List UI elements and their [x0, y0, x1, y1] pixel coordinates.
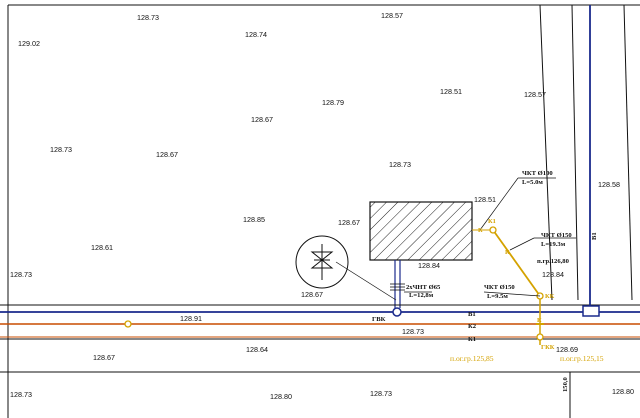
elevation: 129.02 — [18, 39, 40, 48]
building — [369, 201, 473, 261]
elevation: 128.73 — [10, 270, 32, 279]
kk-label: КК — [545, 293, 555, 300]
elevation: 128.51 — [474, 195, 496, 204]
elevation: 128.73 — [370, 389, 392, 398]
mark-left: п.ог.гр.125,85 — [450, 354, 494, 363]
gvk-node — [392, 307, 402, 317]
elevation: 128.80 — [270, 392, 292, 401]
k1-node-label: К1 — [488, 218, 496, 225]
elevation: 128.73 — [402, 327, 424, 336]
pipe-mid-mark: п.гр.126,80 — [537, 258, 570, 265]
elevation: 128.67 — [338, 218, 360, 227]
gkk-label: ГКК — [541, 344, 555, 351]
inlet-length: L=12,8м — [409, 292, 434, 299]
elevation: 128.67 — [251, 115, 273, 124]
elevation: 128.73 — [10, 390, 32, 399]
elevation: 128.67 — [156, 150, 178, 159]
pipe-top-length: L=5.0м — [522, 179, 543, 186]
elevation: 128.79 — [322, 98, 344, 107]
gvk-label: ГВК — [372, 316, 386, 323]
elevation: 128.57 — [381, 11, 403, 20]
elevation: 128.67 — [301, 290, 323, 299]
b1-main-label: В1 — [468, 311, 476, 318]
k2-main-label: К2 — [468, 323, 477, 330]
elevation: 128.61 — [91, 243, 113, 252]
elevation: 128.69 — [556, 345, 578, 354]
elevation: 128.85 — [243, 215, 265, 224]
k-bottom-label: К — [537, 317, 542, 324]
sewer-node-k1 — [489, 226, 497, 234]
elevation: 128.58 — [598, 180, 620, 189]
leader-lines — [404, 177, 576, 297]
valve-detail — [295, 235, 397, 301]
elevation: 128.73 — [389, 160, 411, 169]
pipe-mid-length: L=19.3м — [541, 241, 566, 248]
pipe-top-label: ЧКТ Ø100 — [522, 170, 553, 177]
elevation: 128.57 — [524, 90, 546, 99]
inlet-label: 2хЧНТ Ø65 — [406, 284, 441, 291]
elevation: 128.80 — [612, 387, 634, 396]
inlet-hatch — [390, 283, 405, 291]
water-chamber — [582, 305, 600, 317]
b1-vertical-label: В1 — [591, 232, 598, 240]
mark-right: п.ог.гр.125,15 — [560, 354, 604, 363]
elevation: 128.67 — [93, 353, 115, 362]
sewer-node-gkk — [536, 333, 544, 341]
k1-main-label: К1 — [468, 336, 476, 343]
elevation: 128.84 — [542, 270, 564, 279]
elevation-labels: 128.73 128.57 129.02 128.74 128.51 128.5… — [10, 11, 634, 401]
k-node-label-2: К — [505, 249, 510, 256]
elevation: 128.64 — [246, 345, 268, 354]
elevation: 128.74 — [245, 30, 267, 39]
elevation: 128.73 — [137, 13, 159, 22]
sewer-node-left — [124, 320, 132, 328]
pipe-labels: ЧКТ Ø100 L=5.0м ЧКТ Ø150 L=19.3м п.гр.12… — [372, 170, 604, 392]
elevation: 128.51 — [440, 87, 462, 96]
edge-mark: 150,0 — [562, 376, 569, 392]
k-node-label: К — [478, 227, 483, 234]
site-boundary — [0, 4, 640, 418]
elevation: 128.73 — [50, 145, 72, 154]
pipe-low-label: ЧКТ Ø150 — [484, 284, 515, 291]
elevation: 128.91 — [180, 314, 202, 323]
pipe-low-length: L=9.5м — [487, 293, 508, 300]
elevation: 128.84 — [418, 261, 440, 270]
pipe-mid-label: ЧКТ Ø150 — [541, 232, 572, 239]
